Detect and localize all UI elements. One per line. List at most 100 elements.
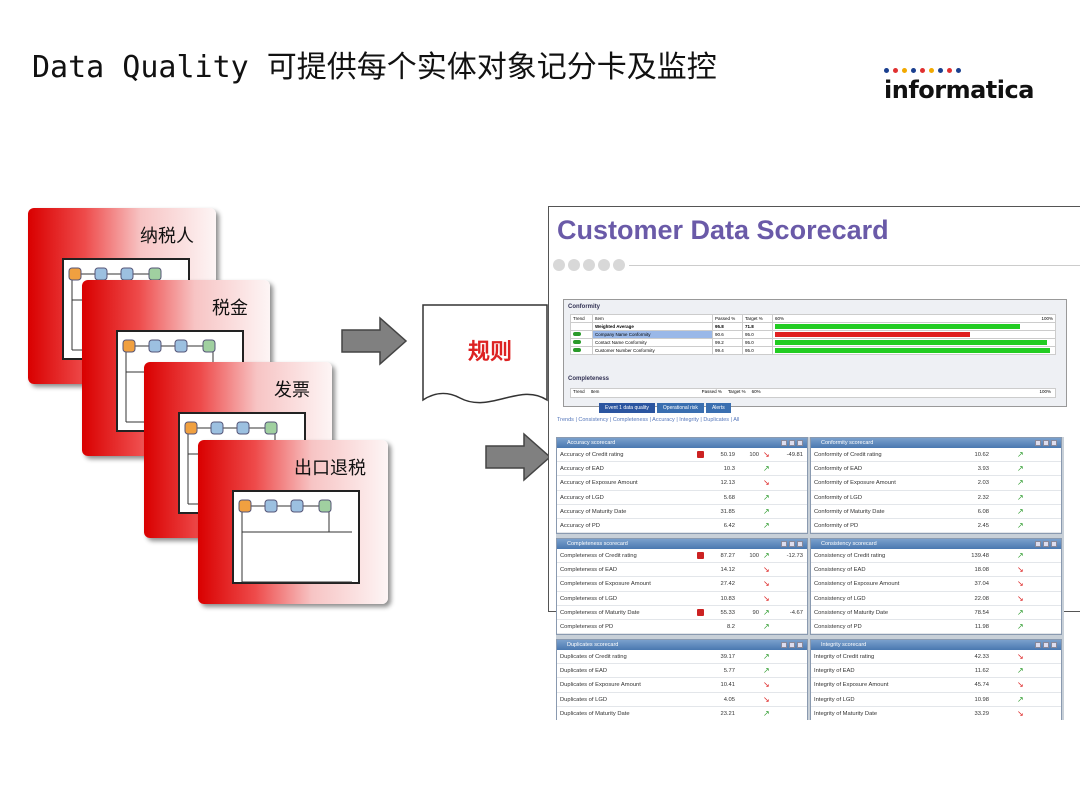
target-cell: 71.8 <box>742 322 773 331</box>
close-icon[interactable] <box>797 541 803 547</box>
metric-value: 50.19 <box>720 452 735 458</box>
logo-dot <box>947 67 952 73</box>
maximize-icon[interactable] <box>1043 440 1049 446</box>
panel-toolbar <box>1035 440 1057 446</box>
scorecard-links[interactable]: Trends | Consistency | Completeness | Ac… <box>557 417 740 423</box>
maximize-icon[interactable] <box>1043 642 1049 648</box>
minimize-icon[interactable] <box>1035 642 1041 648</box>
maximize-icon[interactable] <box>789 642 795 648</box>
metric-value: 10.3 <box>723 466 735 473</box>
conformity-heading: Conformity <box>568 304 600 310</box>
metric-value: 39.17 <box>720 654 735 660</box>
tab-event-data-quality[interactable]: Event 1 data quality <box>599 403 655 413</box>
alert-flag-icon <box>697 552 704 559</box>
trend-down-icon: ↘ <box>1017 579 1024 589</box>
trend-up-icon: ↗ <box>1017 607 1024 617</box>
bar-scale-min: 60% <box>751 389 761 394</box>
close-icon[interactable] <box>797 642 803 648</box>
metric-name: Completeness of Exposure Amount <box>560 581 651 588</box>
minimize-icon[interactable] <box>781 440 787 446</box>
right-arrow-icon <box>341 316 408 366</box>
maximize-icon[interactable] <box>1043 541 1049 547</box>
entity-card-label: 税金 <box>212 298 248 319</box>
close-icon[interactable] <box>797 440 803 446</box>
trend-up-icon: ↗ <box>763 520 770 530</box>
metric-value: 14.12 <box>720 567 735 574</box>
metric-name: Consistency of Exposure Amount <box>814 581 900 588</box>
logo-dot <box>956 67 961 73</box>
maximize-icon[interactable] <box>789 541 795 547</box>
minimize-icon[interactable] <box>781 541 787 547</box>
minimize-icon[interactable] <box>1035 440 1041 446</box>
close-icon[interactable] <box>1051 440 1057 446</box>
tab-operational-risk[interactable]: Operational risk <box>656 403 704 413</box>
metric-value: 11.62 <box>974 668 989 675</box>
maximize-icon[interactable] <box>789 440 795 446</box>
minimize-icon[interactable] <box>781 642 787 648</box>
metric-value: 10.62 <box>974 452 989 458</box>
metric-name: Conformity of Credit rating <box>814 452 882 458</box>
metric-delta: -4.67 <box>789 609 803 616</box>
logo-dot <box>920 67 925 73</box>
close-icon[interactable] <box>1051 642 1057 648</box>
trend-down-icon: ↘ <box>763 694 770 704</box>
metric-value: 22.08 <box>974 595 989 602</box>
panel-header: Duplicates scorecard <box>557 640 807 650</box>
passed-cell: 95.8 <box>712 322 743 331</box>
trend-up-icon: ↗ <box>763 666 770 676</box>
metric-value: 8.2 <box>726 623 735 630</box>
trend-up-icon: ↗ <box>763 652 770 661</box>
close-icon[interactable] <box>1051 541 1057 547</box>
metric-name: Consistency of Credit rating <box>814 553 886 559</box>
metric-name: Duplicates of EAD <box>560 668 608 675</box>
col-item: Item <box>590 389 600 394</box>
minimize-icon[interactable] <box>1035 541 1041 547</box>
tab-alerts[interactable]: Alerts <box>705 403 731 413</box>
metric-value: 10.83 <box>720 595 735 602</box>
bar-scale-max: 100% <box>1041 316 1053 321</box>
col-trend: Trend <box>570 314 593 323</box>
